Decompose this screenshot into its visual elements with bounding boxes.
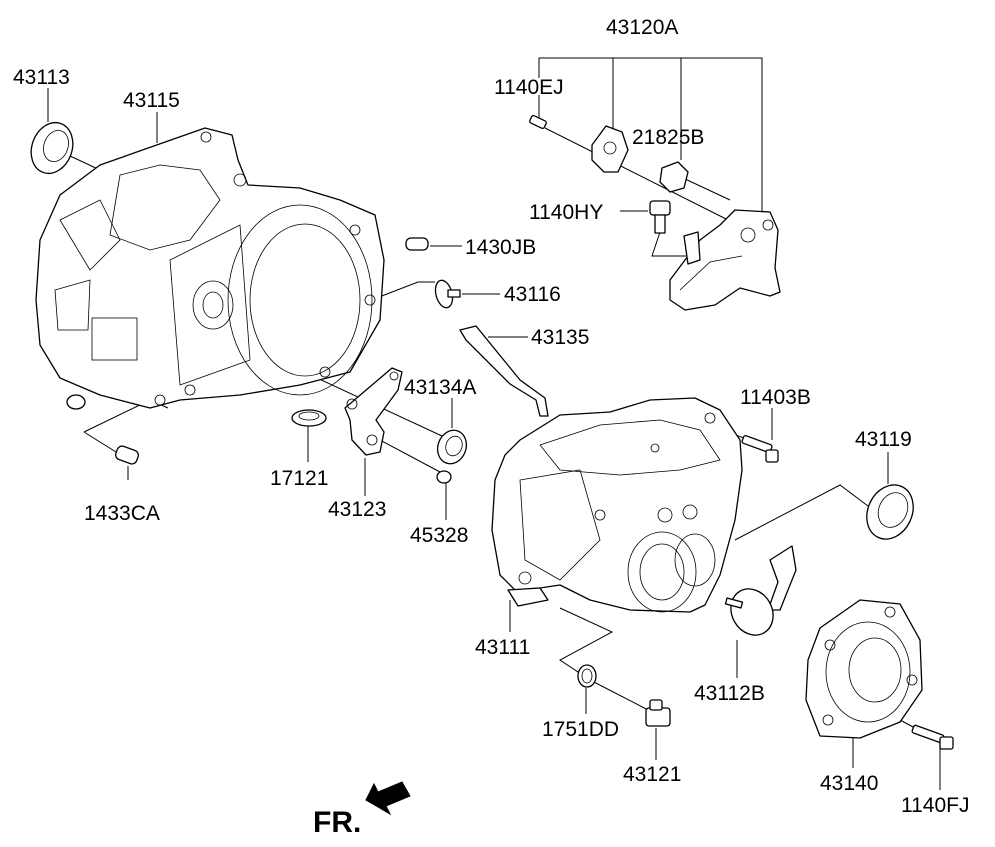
label-43135: 43135 [531, 326, 589, 349]
label-43116: 43116 [504, 283, 561, 306]
label-43140: 43140 [820, 772, 878, 795]
label-1140FJ: 1140FJ [901, 794, 970, 817]
label-1430JB: 1430JB [465, 236, 536, 259]
dowel-pin-1433CA [115, 445, 139, 465]
label-43123: 43123 [328, 498, 386, 521]
oil-seal-43134A [436, 429, 468, 465]
washer-1751DD [577, 664, 597, 688]
front-label: FR. [313, 806, 361, 839]
label-43112B: 43112B [694, 682, 765, 705]
transaxle-case-43111 [491, 397, 743, 613]
label-43134A: 43134A [404, 376, 476, 399]
part-43116 [434, 279, 461, 309]
label-1433CA: 1433CA [84, 502, 160, 525]
label-45328: 45328 [410, 524, 468, 547]
label-43120A: 43120A [606, 16, 678, 39]
bushing-21825B [659, 161, 689, 193]
label-43121: 43121 [623, 763, 681, 786]
label-21825B: 21825B [632, 126, 704, 149]
label-43113: 43113 [13, 66, 70, 89]
label-11403B: 11403B [740, 386, 811, 409]
plug-43121 [645, 699, 671, 727]
ring-17121 [291, 409, 327, 427]
label-43115: 43115 [123, 89, 180, 112]
bolt-1140EJ [529, 115, 547, 129]
label-1140HY: 1140HY [529, 201, 603, 224]
bracket-43135 [459, 325, 549, 417]
dowel-pin-1430JB [405, 237, 429, 251]
plate-43112B [724, 545, 797, 636]
oil-seal-43113 [30, 121, 74, 175]
label-1140EJ: 1140EJ [494, 76, 564, 99]
bolt-11403B [741, 435, 779, 463]
clutch-housing-43115 [35, 127, 385, 410]
front-direction-arrow-icon [365, 781, 411, 816]
cover-43140 [805, 599, 923, 739]
oil-seal-43119 [866, 484, 914, 540]
front-direction-indicator: FR. [313, 781, 411, 839]
plate-43123 [344, 367, 403, 456]
bolt-45328 [436, 470, 452, 484]
label-1751DD: 1751DD [542, 718, 619, 741]
label-17121: 17121 [270, 467, 328, 490]
bolt-1140FJ [911, 724, 954, 750]
bolt-1140HY [649, 200, 671, 234]
label-43111: 43111 [475, 636, 530, 659]
bracket-assembly-43120A [591, 125, 781, 311]
label-43119: 43119 [855, 428, 912, 451]
part-labels: 43120A 1140EJ 21825B 1140HY 43113 43115 … [13, 16, 970, 817]
